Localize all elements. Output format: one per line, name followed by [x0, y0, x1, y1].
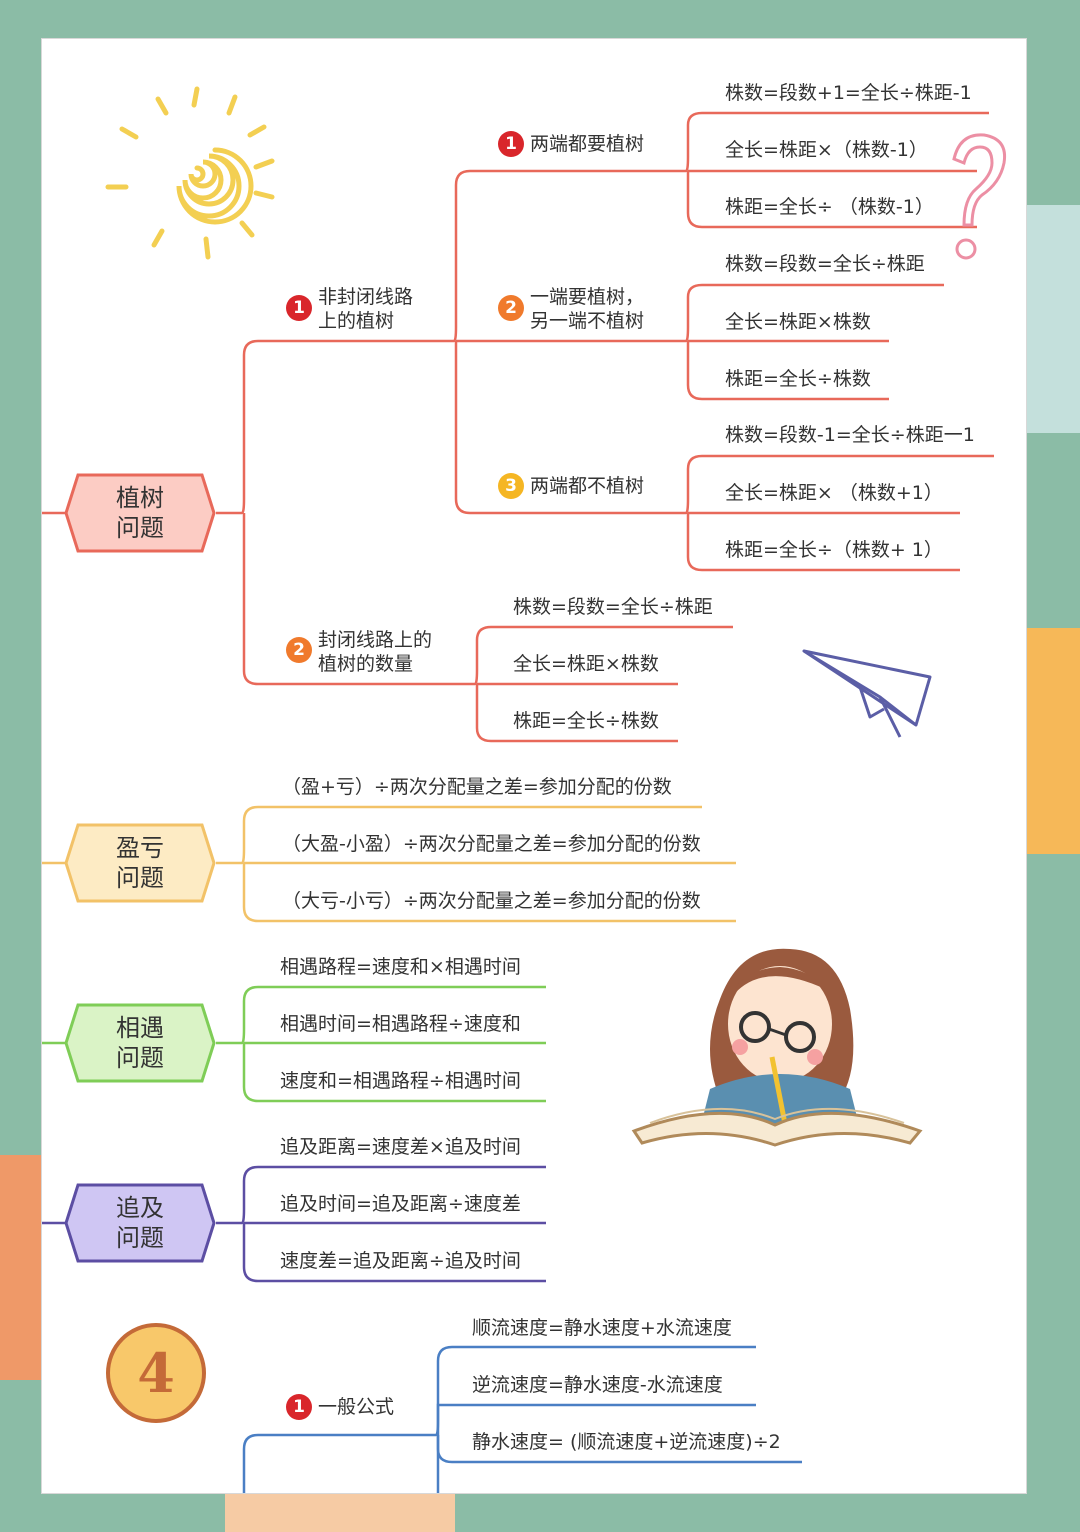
- branch2-formula-2: 全长=株距×株数: [513, 653, 659, 675]
- flow-branch-label: 一般公式: [318, 1396, 395, 1418]
- branch1-number-badge: 1: [286, 295, 312, 321]
- case2-number-badge: 2: [498, 295, 524, 321]
- case1-label: 两端都要植树: [530, 133, 645, 155]
- chase-problem-node: 追及问题: [64, 1183, 216, 1263]
- case3-formula-3: 株距=全长÷（株数+ 1）: [725, 539, 943, 561]
- profit-formula-3: （大亏-小亏）÷两次分配量之差=参加分配的份数: [282, 890, 701, 912]
- bg-peach-block-right: [1025, 628, 1080, 854]
- meet-formula-3: 速度和=相遇路程÷相遇时间: [280, 1070, 521, 1092]
- branch2-formula-3: 株距=全长÷株数: [513, 710, 659, 732]
- branch2-line1: 封闭线路上的: [318, 629, 433, 651]
- chase-formula-1: 追及距离=速度差×追及时间: [280, 1136, 521, 1158]
- case1-formula-2: 全长=株距×（株数-1）: [725, 139, 928, 161]
- case2-formula-2: 全长=株距×株数: [725, 311, 871, 333]
- flow-formula-1: 顺流速度=静水速度+水流速度: [472, 1317, 732, 1339]
- case3-formula-1: 株数=段数-1=全长÷株距一1: [725, 424, 975, 446]
- profit-problem-node: 盈亏问题: [64, 823, 216, 903]
- chase-title-line1: 追及: [116, 1194, 164, 1222]
- flow-branch-number-badge: 1: [286, 1394, 312, 1420]
- case3-number-badge: 3: [498, 473, 524, 499]
- flow-formula-2: 逆流速度=静水速度-水流速度: [472, 1374, 723, 1396]
- branch2-formula-1: 株数=段数=全长÷株距: [513, 596, 713, 618]
- case2-label: 一端要植树， 另一端不植树: [530, 285, 644, 333]
- meet-title-line1: 相遇: [116, 1014, 164, 1042]
- case3-label: 两端都不植树: [530, 475, 645, 497]
- profit-formula-2: （大盈-小盈）÷两次分配量之差=参加分配的份数: [282, 833, 701, 855]
- bg-light-block-right: [1025, 205, 1080, 433]
- connector-lines: [42, 111, 994, 1493]
- bg-orange-block-left: [0, 1155, 41, 1380]
- chase-formula-3: 速度差=追及距离÷追及时间: [280, 1250, 521, 1272]
- tree-title-line2: 问题: [116, 514, 164, 542]
- case2-line1: 一端要植树，: [530, 286, 645, 308]
- profit-title-line2: 问题: [116, 864, 164, 892]
- branch1-line1: 非封闭线路: [318, 286, 414, 308]
- branch2-number-badge: 2: [286, 637, 312, 663]
- meet-problem-node: 相遇问题: [64, 1003, 216, 1083]
- tree-title-line1: 植树: [116, 484, 164, 512]
- branch2-label: 封闭线路上的 植树的数量: [318, 628, 432, 676]
- question-mark-icon: [952, 133, 1007, 260]
- flow-formula-3: 静水速度= (顺流速度+逆流速度)÷2: [472, 1431, 781, 1453]
- case1-number-badge: 1: [498, 131, 524, 157]
- branch1-label: 非封闭线路 上的植树: [318, 285, 413, 333]
- section-4-badge: 4: [106, 1323, 206, 1423]
- meet-formula-2: 相遇时间=相遇路程÷速度和: [280, 1013, 521, 1035]
- meet-title-line2: 问题: [116, 1044, 164, 1072]
- case1-formula-1: 株数=段数+1=全长÷株距-1: [725, 82, 972, 104]
- case1-formula-3: 株距=全长÷ （株数-1）: [725, 196, 934, 218]
- chase-title-line2: 问题: [116, 1224, 164, 1252]
- profit-formula-1: （盈+亏）÷两次分配量之差=参加分配的份数: [282, 776, 672, 798]
- mind-map-page: 4 植树问题 1 非封闭线路 上的植树 1 两端都要植树 株数=段数+1=全长÷…: [41, 38, 1027, 1494]
- tree-problem-node: 植树问题: [64, 473, 216, 553]
- paper-plane-icon: [802, 649, 932, 738]
- meet-formula-1: 相遇路程=速度和×相遇时间: [280, 956, 521, 978]
- case3-formula-2: 全长=株距× （株数+1）: [725, 482, 943, 504]
- chase-formula-2: 追及时间=追及距离÷速度差: [280, 1193, 521, 1215]
- profit-title-line1: 盈亏: [116, 834, 164, 862]
- bg-ruler-bottom: [225, 1492, 455, 1532]
- case2-line2: 另一端不植树: [530, 310, 645, 332]
- branch2-line2: 植树的数量: [318, 653, 414, 675]
- girl-reading-book-illustration: [631, 948, 923, 1147]
- branch1-line2: 上的植树: [318, 310, 395, 332]
- case2-formula-3: 株距=全长÷株数: [725, 368, 871, 390]
- sun-icon: [105, 86, 275, 260]
- case2-formula-1: 株数=段数=全长÷株距: [725, 253, 925, 275]
